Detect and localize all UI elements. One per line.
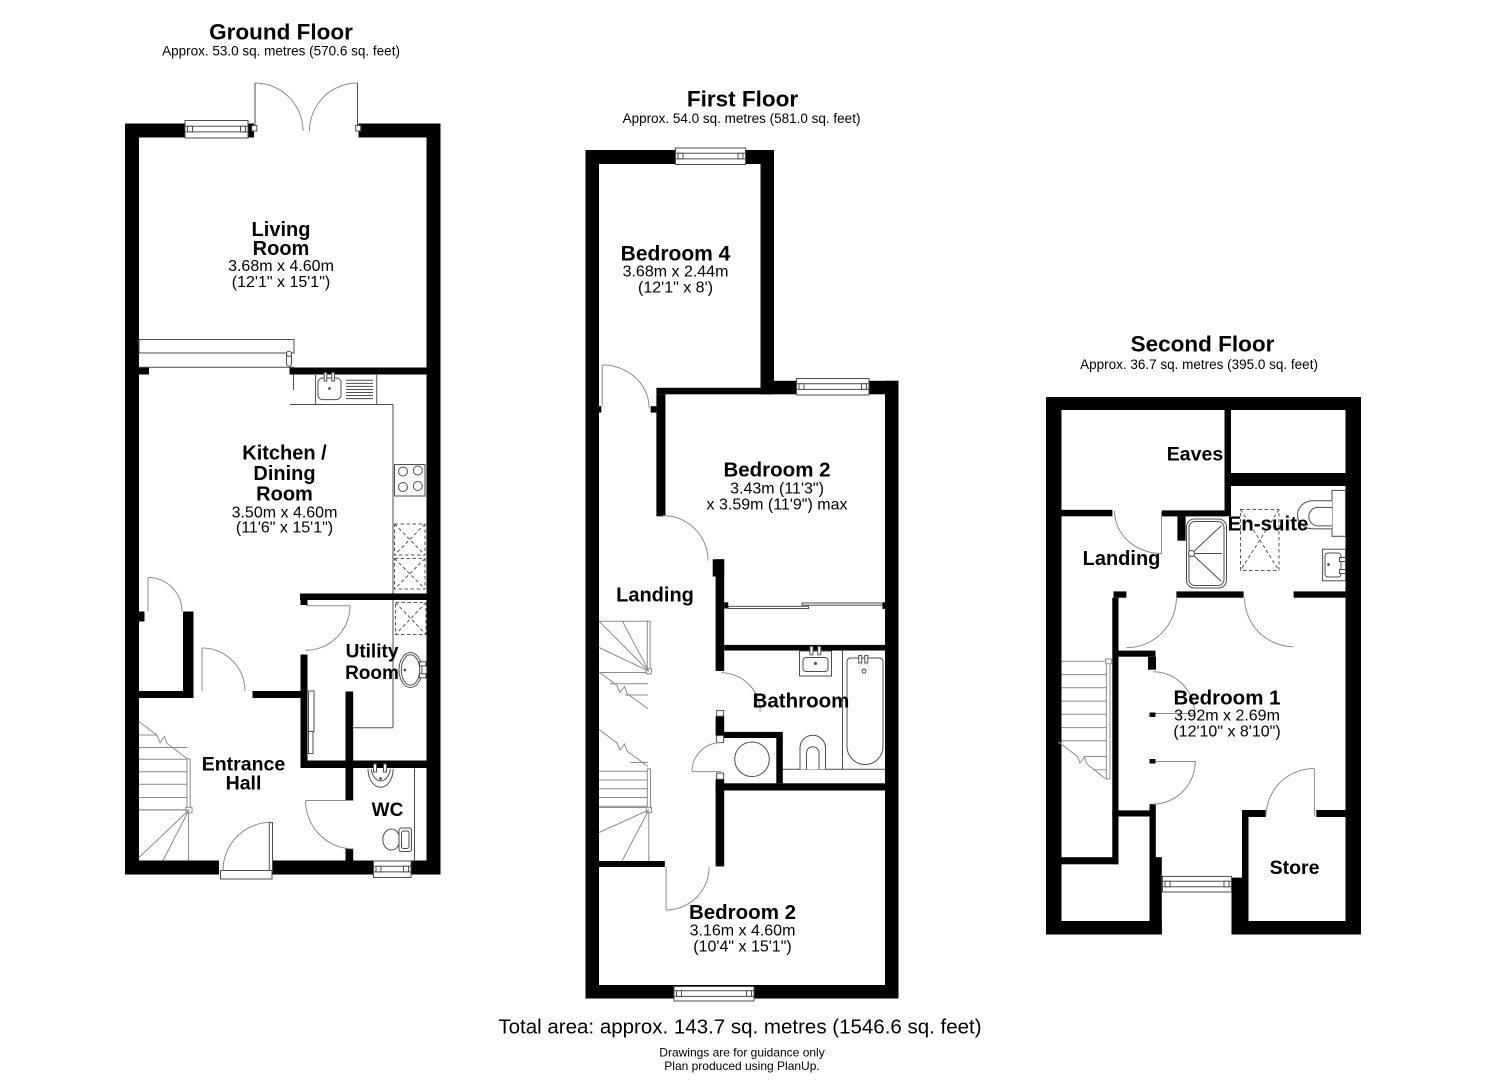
svg-text:(11'6" x 15'1"): (11'6" x 15'1") [236, 520, 333, 537]
svg-text:Drawings are for guidance only: Drawings are for guidance only [659, 1046, 824, 1060]
svg-text:Bedroom 4: Bedroom 4 [621, 243, 731, 266]
svg-text:3.68m x 4.60m: 3.68m x 4.60m [228, 258, 334, 275]
svg-text:Approx. 36.7 sq. metres (395.0: Approx. 36.7 sq. metres (395.0 sq. feet) [1080, 357, 1318, 372]
svg-text:Room: Room [253, 238, 310, 260]
svg-text:Bedroom 2: Bedroom 2 [689, 901, 796, 924]
svg-text:(12'1" x 8'): (12'1" x 8') [638, 280, 713, 297]
svg-text:En-suite: En-suite [1228, 513, 1309, 536]
svg-text:First Floor: First Floor [687, 87, 798, 112]
svg-text:Bedroom 1: Bedroom 1 [1173, 687, 1280, 710]
svg-text:3.92m x 2.69m: 3.92m x 2.69m [1174, 708, 1280, 725]
svg-text:Plan produced using PlanUp.: Plan produced using PlanUp. [664, 1059, 819, 1073]
svg-text:Bathroom: Bathroom [753, 690, 850, 713]
svg-text:Ground Floor: Ground Floor [209, 20, 353, 45]
svg-text:Kitchen /: Kitchen / [242, 443, 327, 465]
svg-text:WC: WC [372, 800, 404, 821]
svg-text:3.50m x 4.60m: 3.50m x 4.60m [232, 505, 338, 522]
svg-text:Utility: Utility [346, 642, 399, 663]
svg-text:Room: Room [256, 484, 313, 506]
svg-text:Landing: Landing [1083, 548, 1161, 570]
svg-text:3.68m x 2.44m: 3.68m x 2.44m [623, 264, 729, 281]
svg-text:3.43m (11'3"): 3.43m (11'3") [730, 481, 824, 498]
svg-text:Room: Room [345, 663, 399, 684]
svg-text:Second Floor: Second Floor [1131, 332, 1275, 357]
svg-text:Living: Living [252, 219, 311, 241]
svg-text:(12'1" x 15'1"): (12'1" x 15'1") [232, 274, 330, 291]
svg-text:Landing: Landing [616, 585, 694, 607]
svg-text:Approx. 54.0 sq. metres (581.0: Approx. 54.0 sq. metres (581.0 sq. feet) [623, 111, 861, 126]
svg-text:Approx. 53.0 sq. metres (570.6: Approx. 53.0 sq. metres (570.6 sq. feet) [162, 44, 400, 59]
svg-text:Entrance: Entrance [202, 754, 286, 776]
svg-text:Store: Store [1270, 857, 1320, 879]
svg-text:Dining: Dining [253, 463, 315, 485]
svg-text:Eaves: Eaves [1167, 444, 1224, 466]
svg-text:(10'4" x 15'1"): (10'4" x 15'1") [693, 939, 791, 956]
svg-text:Total area: approx. 143.7 sq.: Total area: approx. 143.7 sq. metres (15… [498, 1016, 981, 1039]
svg-text:(12'10" x 8'10"): (12'10" x 8'10") [1173, 724, 1280, 741]
svg-text:Hall: Hall [226, 773, 262, 795]
svg-text:3.16m x 4.60m: 3.16m x 4.60m [690, 923, 796, 940]
svg-text:Bedroom 2: Bedroom 2 [723, 459, 830, 482]
svg-text:x 3.59m (11'9") max: x 3.59m (11'9") max [707, 497, 848, 514]
